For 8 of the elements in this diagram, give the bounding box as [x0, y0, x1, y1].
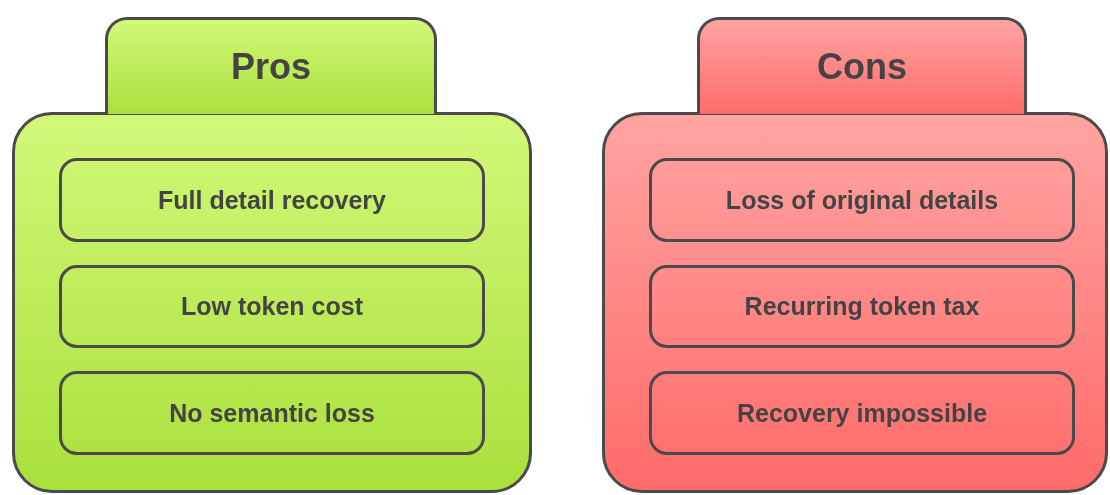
- item-box: Recovery impossible: [649, 371, 1075, 455]
- header-tab: Cons: [697, 17, 1027, 114]
- item-box: Low token cost: [59, 265, 485, 348]
- item-box: Recurring token tax: [649, 265, 1075, 348]
- item-box: Loss of original details: [649, 158, 1075, 242]
- item-box: Full detail recovery: [59, 158, 485, 242]
- header-tab: Pros: [105, 17, 437, 114]
- item-box: No semantic loss: [59, 371, 485, 455]
